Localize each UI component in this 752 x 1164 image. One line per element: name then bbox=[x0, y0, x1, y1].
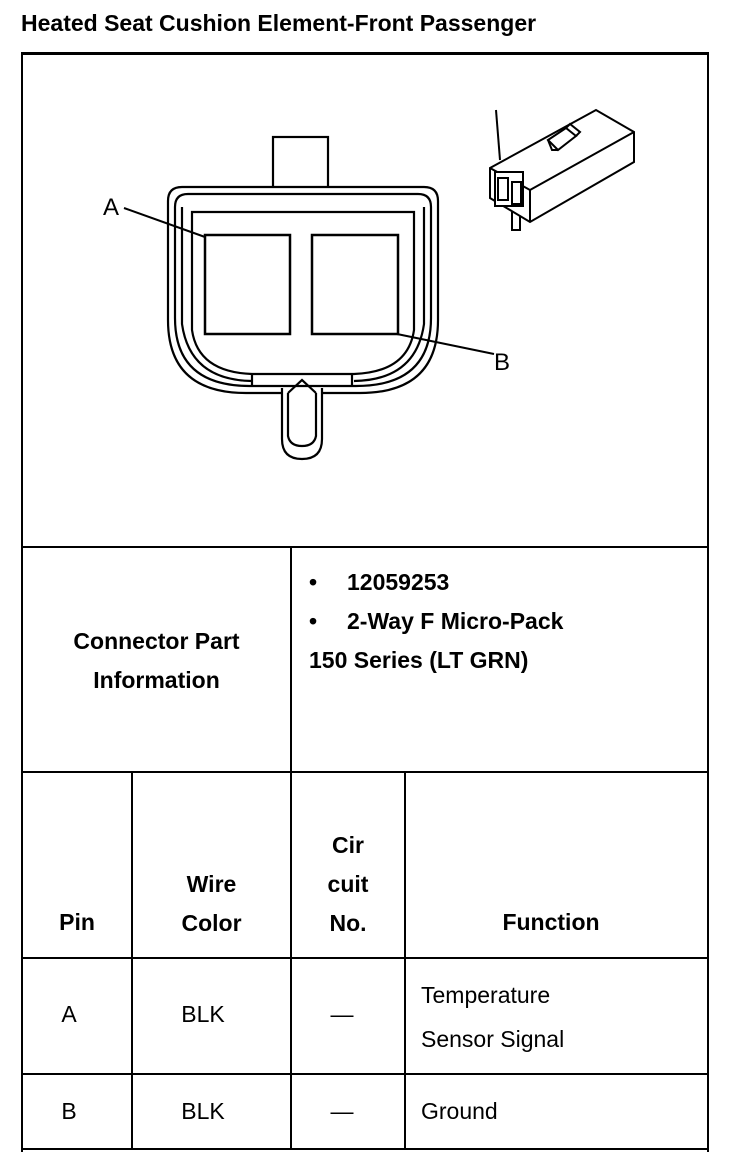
connector-info-heading: Connector Part Information bbox=[23, 622, 290, 700]
row-a-wire-color: BLK bbox=[181, 1001, 225, 1027]
connector-3d-thumbnail bbox=[489, 108, 635, 231]
connector-info-details: • 12059253 • 2-Way F Micro-Pack 150 Series… bbox=[309, 563, 563, 680]
connector-type: 2-Way F Micro-Pack bbox=[347, 608, 564, 634]
cavity-b bbox=[310, 233, 400, 336]
header-function: Function bbox=[502, 909, 600, 935]
divider-col-wire bbox=[290, 771, 292, 1150]
row-a-function: Temperature Sensor Signal bbox=[421, 982, 565, 1052]
pin-label-a: A bbox=[103, 194, 119, 221]
divider-col-circuit bbox=[404, 771, 406, 1150]
row-a-circuit: — bbox=[330, 1001, 354, 1027]
connector-info-heading-line1: Connector Part bbox=[73, 628, 240, 654]
divider-info-column bbox=[290, 546, 292, 773]
row-b-function: Ground bbox=[421, 1098, 498, 1124]
connector-info-bullet-1: • 12059253 bbox=[309, 563, 563, 602]
divider-row-a-bottom bbox=[21, 1073, 709, 1075]
row-b-pin: B bbox=[61, 1098, 77, 1124]
row-b-circuit: — bbox=[330, 1098, 354, 1124]
connector-latch-tab bbox=[271, 135, 330, 193]
divider-info-bottom bbox=[21, 771, 709, 773]
divider-table-bottom bbox=[21, 1148, 709, 1150]
part-number: 12059253 bbox=[347, 569, 450, 595]
bullet-glyph: • bbox=[309, 569, 318, 595]
connector-body-outer bbox=[166, 185, 440, 395]
connector-bottom-key bbox=[280, 388, 324, 461]
divider-diagram-bottom bbox=[21, 546, 709, 548]
connector-diagram: A B bbox=[103, 108, 635, 461]
connector-series: 150 Series (LT GRN) bbox=[309, 647, 529, 673]
divider-header-bottom bbox=[21, 957, 709, 959]
connector-info-heading-line2: Information bbox=[93, 667, 220, 693]
row-a-pin: A bbox=[61, 1001, 77, 1027]
page-title: Heated Seat Cushion Element-Front Passen… bbox=[21, 10, 537, 36]
header-pin: Pin bbox=[59, 909, 95, 935]
header-circuit-no: Cir cuit No. bbox=[327, 832, 369, 936]
bullet-glyph: • bbox=[309, 608, 318, 634]
pin-label-b: B bbox=[494, 349, 510, 376]
connector-info-bullet-2: • 2-Way F Micro-Pack bbox=[309, 602, 563, 641]
document-frame bbox=[21, 52, 709, 1152]
row-b-wire-color: BLK bbox=[181, 1098, 225, 1124]
divider-col-pin bbox=[131, 771, 133, 1150]
header-wire-color: Wire Color bbox=[181, 871, 242, 936]
cavity-a bbox=[203, 233, 292, 336]
